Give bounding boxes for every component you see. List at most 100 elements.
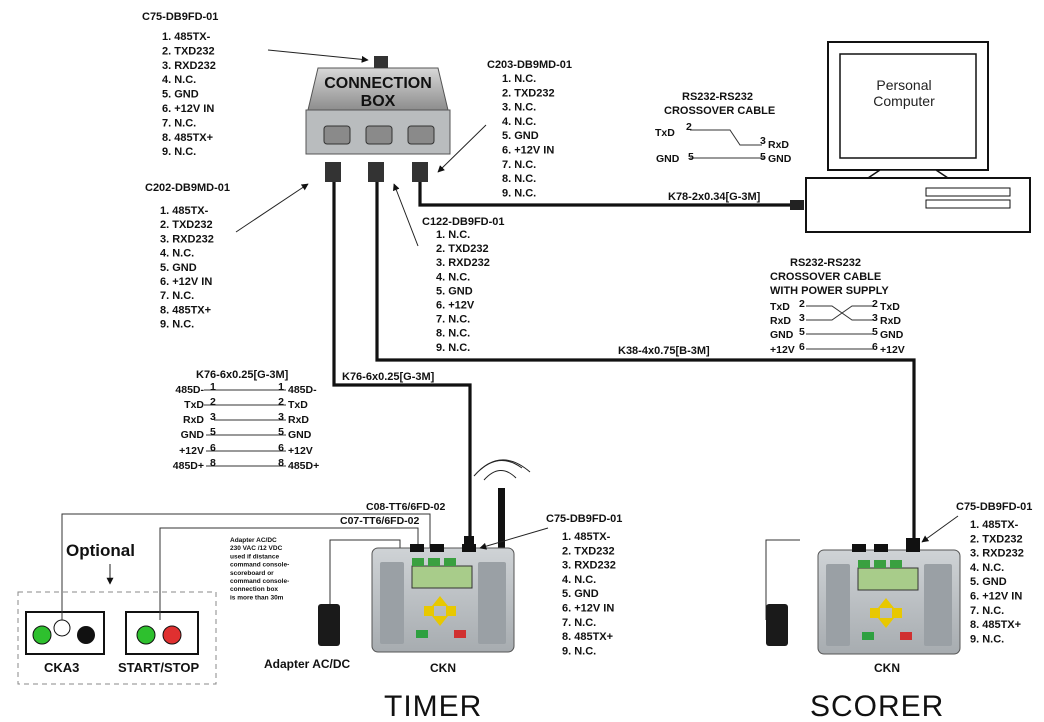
scorer-ckn-device bbox=[765, 538, 961, 655]
pin-list-item: 5. GND bbox=[436, 285, 473, 297]
pinout-right-signal: GND bbox=[288, 429, 312, 441]
personal-computer: Personal Computer bbox=[790, 41, 1031, 233]
adapter-note-line: connection box bbox=[230, 586, 278, 593]
adapter-note-line: command console- bbox=[230, 562, 289, 569]
crossover-right-pin: 3 bbox=[872, 312, 878, 324]
pin-list-item: 1. N.C. bbox=[436, 229, 470, 241]
adapter-note-line: is more than 30m bbox=[230, 594, 284, 601]
optional-title: Optional bbox=[66, 541, 135, 560]
pin-list-item: 2. TXD232 bbox=[162, 45, 215, 57]
pc-crossover-title-1: RS232-RS232 bbox=[682, 91, 753, 103]
cbox-top-connector-label: C75-DB9FD-01 bbox=[142, 11, 218, 23]
scorer-caption: SCORER bbox=[810, 690, 944, 722]
pin-list-item: 8. N.C. bbox=[436, 328, 470, 340]
pc-label-1: Personal bbox=[876, 77, 931, 93]
cka3-white-light bbox=[53, 619, 71, 637]
pinout-right-signal: TxD bbox=[288, 399, 308, 411]
pin-list-item: 4. N.C. bbox=[160, 248, 194, 260]
cka3-label: CKA3 bbox=[44, 660, 79, 675]
pinout-left-pin: 2 bbox=[210, 396, 216, 408]
pinout-left-pin: 8 bbox=[210, 457, 216, 469]
pinout-left-signal: RxD bbox=[183, 414, 204, 426]
crossover-left-pin: 5 bbox=[799, 326, 805, 338]
pin-list-item: 7. N.C. bbox=[436, 314, 470, 326]
pinout-right-pin: 2 bbox=[278, 396, 284, 408]
pc-xo-r2-right: GND bbox=[768, 153, 792, 165]
connection-box-title-2: BOX bbox=[361, 93, 396, 110]
crossover-right-pin: 5 bbox=[872, 326, 878, 338]
pin-list-item: 8. 485TX+ bbox=[562, 631, 613, 643]
pin-list-item: 6. +12V bbox=[436, 300, 475, 312]
pc-crossover-wiring bbox=[690, 129, 764, 159]
pin-list-item: 4. N.C. bbox=[562, 574, 596, 586]
adapter-note-line: scoreboard or bbox=[230, 570, 274, 577]
crossover-right-pin: 2 bbox=[872, 298, 878, 310]
timer-db9-label: C75-DB9FD-01 bbox=[546, 513, 622, 525]
pinout-right-pin: 1 bbox=[278, 381, 284, 393]
adapter-label: Adapter AC/DC bbox=[264, 657, 351, 671]
pin-list-item: 7. N.C. bbox=[160, 290, 194, 302]
pc-xo-r2-rpin: 5 bbox=[760, 151, 766, 163]
pinout-right-signal: 485D- bbox=[288, 384, 317, 396]
start-green-light bbox=[136, 625, 156, 645]
pin-list-item: 8. 485TX+ bbox=[160, 304, 211, 316]
pin-list-item: 9. N.C. bbox=[502, 187, 536, 199]
cbox-middle-connector-label: C122-DB9FD-01 bbox=[422, 216, 505, 228]
pin-list-item: 7. N.C. bbox=[162, 117, 196, 129]
cka3-black-light bbox=[77, 626, 95, 644]
pin-list-item: 9. N.C. bbox=[160, 319, 194, 331]
pin-list-item: 3. N.C. bbox=[502, 102, 536, 114]
pin-list-item: 2. TXD232 bbox=[160, 219, 213, 231]
pinout-left-pin: 5 bbox=[210, 426, 216, 438]
cka3-green-light bbox=[32, 625, 52, 645]
pin-list-item: 5. GND bbox=[970, 576, 1007, 588]
scorer-db9-label: C75-DB9FD-01 bbox=[956, 501, 1032, 513]
pinout-right-pin: 3 bbox=[278, 411, 284, 423]
pin-list-item: 3. RXD232 bbox=[160, 233, 214, 245]
crossover-right-signal: RxD bbox=[880, 315, 901, 327]
pin-list-item: 1. 485TX- bbox=[160, 205, 209, 217]
scorer-crossover-wiring bbox=[806, 305, 874, 350]
pc-xo-r1-rpin: 3 bbox=[760, 135, 766, 147]
pinout-right-signal: 485D+ bbox=[288, 460, 319, 472]
timer-pinout-title: K76-6x0.25[G-3M] bbox=[196, 369, 289, 381]
pin-list-item: 3. RXD232 bbox=[162, 60, 216, 72]
pin-list-item: 4. N.C. bbox=[162, 74, 196, 86]
pin-list-item: 2. TXD232 bbox=[436, 243, 489, 255]
pinout-left-pin: 3 bbox=[210, 411, 216, 423]
crossover-left-signal: +12V bbox=[770, 344, 795, 356]
scorer-cable bbox=[375, 182, 916, 540]
pinout-right-pin: 6 bbox=[278, 442, 284, 454]
pc-xo-r2-lpin: 5 bbox=[688, 151, 694, 163]
pin-list-item: 9. N.C. bbox=[970, 633, 1004, 645]
crossover-left-signal: GND bbox=[770, 329, 794, 341]
pin-list-item: 2. TXD232 bbox=[562, 545, 615, 557]
pinout-right-signal: RxD bbox=[288, 414, 309, 426]
pin-list-item: 7. N.C. bbox=[502, 159, 536, 171]
cables bbox=[332, 182, 916, 540]
timer-pinout-wiring bbox=[204, 389, 286, 467]
pin-list-item: 9. N.C. bbox=[436, 342, 470, 354]
cbox-left-connector-label: C202-DB9MD-01 bbox=[145, 182, 230, 194]
pin-list-item: 6. +12V IN bbox=[562, 603, 614, 615]
crossover-right-pin: 6 bbox=[872, 341, 878, 353]
pc-cable bbox=[418, 182, 790, 207]
adapter-note-line: used if distance bbox=[230, 553, 280, 560]
pinout-left-signal: GND bbox=[181, 429, 205, 441]
pin-list-item: 5. GND bbox=[162, 89, 199, 101]
timer-conn1-label: C08-TT6/6FD-02 bbox=[366, 501, 446, 513]
pinout-right-signal: +12V bbox=[288, 445, 313, 457]
startstop-device bbox=[125, 611, 199, 655]
pin-list-item: 9. N.C. bbox=[562, 645, 596, 657]
pin-list-item: 3. RXD232 bbox=[436, 257, 490, 269]
pin-list-item: 3. RXD232 bbox=[970, 548, 1024, 560]
scorer-xo-title-1: RS232-RS232 bbox=[790, 257, 861, 269]
